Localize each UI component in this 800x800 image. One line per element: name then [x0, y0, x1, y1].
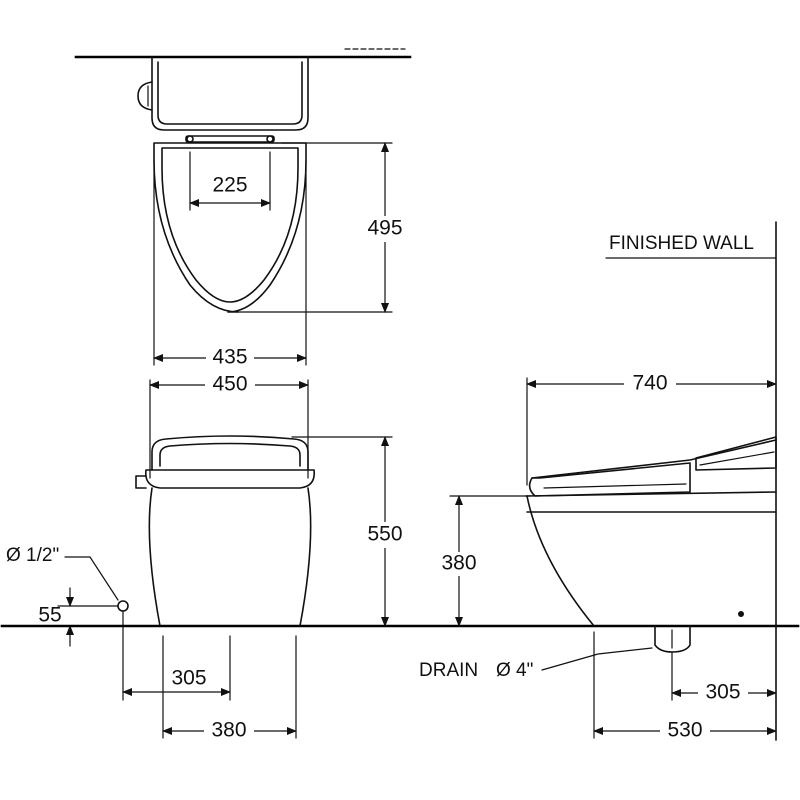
seat-opening-outline: [161, 147, 299, 303]
dim-530-text-bg: [660, 719, 710, 743]
dim-380-front-text-bg: [204, 719, 254, 743]
dim-55-text: 55: [38, 604, 61, 627]
drain-label: DRAIN: [419, 660, 478, 681]
front-body-right: [299, 487, 312, 627]
dim-380-side-text-bg: [436, 552, 482, 576]
front-view: 450 550 Ø 1/2" 55 305 38: [6, 373, 408, 743]
top-view: 225 495 435: [74, 48, 412, 370]
side-control-knob: [137, 81, 153, 111]
drain-leader-line: [541, 647, 653, 671]
water-supply-circle: [117, 600, 129, 612]
side-seat-front: [528, 462, 691, 497]
tank-inner-outline: [157, 61, 303, 125]
finished-wall-label: FINISHED WALL: [609, 233, 754, 254]
side-drain-marker: [738, 611, 744, 617]
lid-inner-outline: [159, 442, 301, 467]
dim-740-text: 740: [632, 372, 667, 395]
dim-435-text-bg: [206, 346, 254, 370]
dim-225-text: 225: [212, 174, 247, 197]
seat-front-rim: [144, 469, 316, 489]
dim-305-side-text: 305: [705, 681, 740, 704]
supply-size-label: Ø 1/2": [6, 545, 59, 566]
dim-495-text-bg: [362, 216, 408, 242]
drain-size-label: Ø 4": [496, 660, 533, 681]
dim-740-text-bg: [624, 372, 676, 396]
dim-380-front-text: 380: [211, 719, 246, 742]
tank-outline: [151, 56, 309, 131]
dim-305-side-text-bg: [698, 681, 748, 705]
dim-305-front-text: 305: [171, 667, 206, 690]
dim-435-text: 435: [212, 346, 247, 369]
side-seat-mid-line: [543, 483, 687, 489]
hinge-left: [186, 135, 194, 143]
seat-hinge-bar: [185, 135, 275, 143]
dim-380-side-text: 380: [441, 552, 476, 575]
side-view: FINISHED WALL 740 380 DRAIN Ø 4": [419, 221, 777, 743]
side-body-front-curve: [526, 495, 595, 627]
dim-550-text: 550: [367, 523, 402, 546]
dim-530-text: 530: [667, 719, 702, 742]
side-lid-top: [531, 439, 777, 479]
front-side-control: [135, 475, 147, 489]
dim-550-text-bg: [362, 522, 408, 548]
dim-450-text-bg: [205, 373, 255, 397]
side-tank-cover: [695, 436, 777, 471]
dim-450-text: 450: [212, 373, 247, 396]
bowl-outer-outline: [153, 142, 307, 313]
hinge-right: [266, 135, 274, 143]
dim-305-front-text-bg: [164, 668, 214, 690]
side-rim-line: [525, 491, 777, 497]
side-tank-mid-line: [699, 451, 775, 466]
supply-leader-line: [64, 556, 119, 601]
lid-outline: [151, 435, 309, 471]
front-body-left: [148, 487, 161, 627]
dim-495-text: 495: [367, 217, 402, 240]
